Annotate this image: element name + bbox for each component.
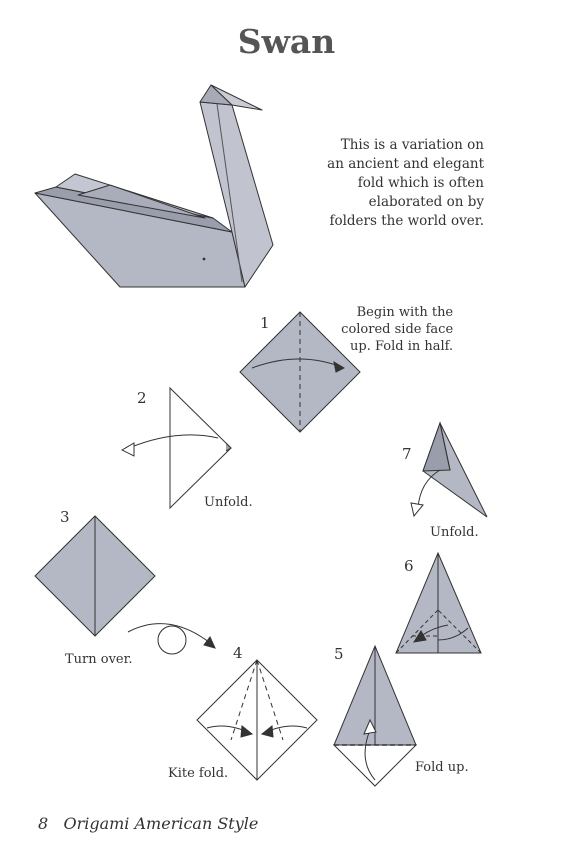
step-1-caption-line: colored side face	[341, 322, 454, 337]
step-1-caption-line: Begin with the	[356, 305, 454, 320]
step-2-number: 2	[137, 389, 147, 407]
step-7-diagram	[410, 421, 488, 518]
step-2-diagram	[120, 386, 232, 510]
step-4-diagram	[196, 659, 318, 781]
step-5-caption: Fold up.	[415, 760, 469, 775]
swan-illustration	[34, 84, 274, 288]
intro-line: folders the world over.	[329, 213, 484, 229]
step-1-number: 1	[260, 314, 270, 332]
intro-line: elaborated on by	[368, 194, 484, 210]
step-7-caption: Unfold.	[430, 525, 479, 540]
step-1-diagram	[239, 311, 361, 433]
page-footer: 8 Origami American Style	[38, 814, 258, 833]
step-3-caption: Turn over.	[65, 652, 133, 667]
step-3-diagram	[34, 515, 216, 655]
step-3-number: 3	[60, 508, 70, 526]
page-title: Swan	[237, 22, 336, 61]
step-2-caption: Unfold.	[204, 495, 253, 510]
intro-text: This is a variation on an ancient and el…	[300, 136, 484, 231]
step-6-number: 6	[404, 557, 414, 575]
step-4-caption: Kite fold.	[168, 766, 229, 781]
intro-line: fold which is often	[357, 175, 484, 191]
intro-line: This is a variation on	[340, 137, 484, 153]
step-6-diagram	[395, 551, 482, 654]
step-7-number: 7	[402, 445, 412, 463]
step-5-diagram	[332, 644, 418, 787]
step-1-caption: Begin with the colored side face up. Fol…	[330, 304, 453, 355]
intro-line: an ancient and elegant	[327, 156, 484, 172]
step-1-caption-line: up. Fold in half.	[350, 339, 454, 354]
book-title: Origami American Style	[63, 814, 259, 833]
step-5-number: 5	[334, 645, 344, 663]
page-number: 8	[38, 814, 49, 833]
step-4-number: 4	[233, 644, 243, 662]
